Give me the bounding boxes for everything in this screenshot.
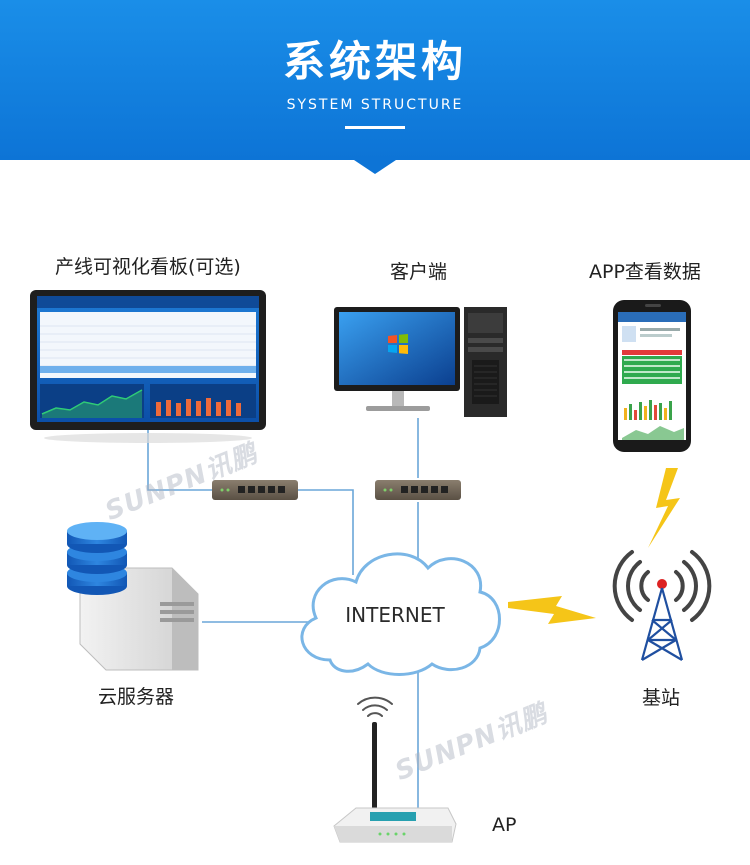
base-station-label: 基站	[642, 687, 681, 709]
dashboard-monitor	[30, 290, 266, 443]
lightning-cloud-link	[508, 596, 596, 624]
internet-label: INTERNET	[345, 603, 445, 627]
page-subtitle: SYSTEM STRUCTURE	[286, 97, 464, 113]
ap-label: AP	[492, 814, 517, 836]
cloud-server	[67, 522, 199, 671]
title-underline	[345, 126, 405, 129]
client-label: 客户端	[390, 261, 448, 283]
page-title: 系统架构	[282, 37, 467, 86]
ap-router	[333, 696, 457, 843]
dashboard-label: 产线可视化看板(可选)	[55, 256, 241, 278]
switch-right	[375, 480, 461, 500]
network-links	[147, 418, 419, 820]
header-notch	[351, 158, 399, 174]
internet-cloud	[300, 552, 501, 676]
smartphone	[613, 300, 691, 452]
desktop-client	[334, 307, 507, 417]
lightning-phone-link	[648, 468, 680, 548]
cloud-server-label: 云服务器	[98, 686, 175, 708]
switch-left	[212, 480, 298, 500]
base-station-tower	[612, 550, 712, 661]
header-banner	[0, 0, 750, 160]
app-label: APP查看数据	[589, 261, 701, 283]
